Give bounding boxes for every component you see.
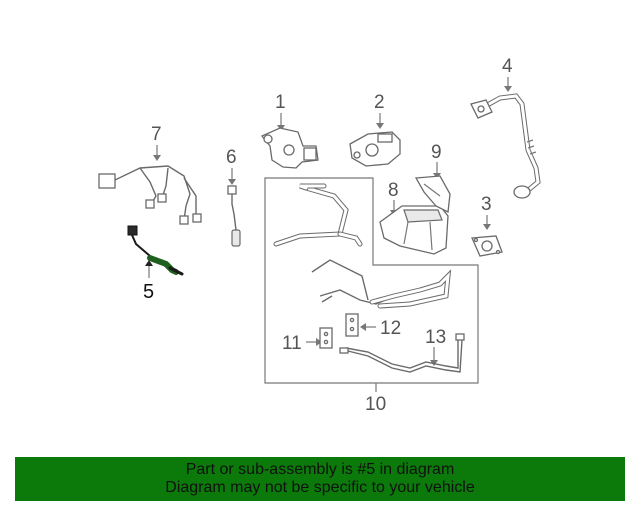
part-6-sensor[interactable]	[227, 185, 241, 247]
callout-3: 3	[481, 194, 492, 215]
part-13-line[interactable]	[339, 333, 465, 373]
callout-2: 2	[374, 92, 385, 113]
part-3-gasket[interactable]	[471, 235, 503, 257]
part-4-pipe[interactable]	[470, 93, 541, 199]
banner-line-1: Part or sub-assembly is #5 in diagram	[185, 461, 455, 478]
callout-12: 12	[380, 318, 401, 339]
assembly-10-outline	[264, 177, 479, 384]
callout-8: 8	[388, 180, 399, 201]
part-12-bracket[interactable]	[345, 313, 359, 337]
part-1-valve[interactable]	[260, 127, 319, 169]
callout-7: 7	[151, 124, 162, 145]
part-7-harness[interactable]	[98, 165, 202, 225]
info-banner: Part or sub-assembly is #5 in diagram Di…	[15, 457, 625, 501]
callout-5: 5	[143, 281, 154, 303]
callout-1: 1	[275, 92, 286, 113]
callout-10: 10	[365, 394, 386, 415]
callout-13: 13	[425, 327, 446, 348]
part-2-valve[interactable]	[349, 131, 401, 167]
part-9-bracket[interactable]	[414, 175, 451, 213]
callout-6: 6	[226, 147, 237, 168]
callout-4: 4	[502, 56, 513, 77]
callout-11: 11	[282, 333, 302, 354]
assembly-10-pipes[interactable]	[273, 183, 452, 309]
banner-line-2: Diagram may not be specific to your vehi…	[165, 479, 475, 496]
part-8-module[interactable]	[379, 205, 449, 255]
leader-lines	[145, 77, 512, 392]
parts-diagram: 1 2 3 4 5 6 7 8 9 10 11 12 13	[98, 56, 541, 415]
part-11-bracket[interactable]	[319, 327, 333, 349]
callout-9: 9	[431, 142, 442, 163]
part-5-oxygen-sensor[interactable]	[127, 225, 184, 276]
